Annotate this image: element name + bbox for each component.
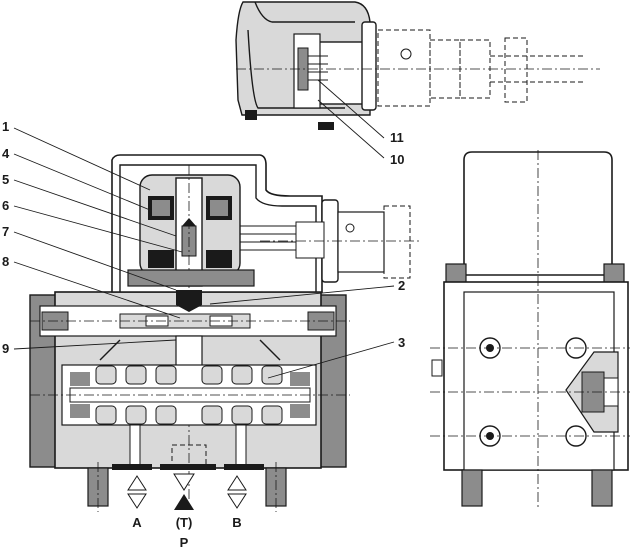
main-section-view [29, 154, 420, 512]
port-a-arrow-up [127, 475, 147, 491]
callout-3: 3 [398, 335, 405, 350]
callout-8: 8 [2, 254, 9, 269]
port-b-label: B [232, 515, 241, 530]
side-bolt-right [591, 469, 613, 507]
callout-9: 9 [2, 341, 9, 356]
callout-1: 1 [2, 119, 9, 134]
port-t-arrow-down [173, 473, 195, 491]
callout-5: 5 [2, 172, 9, 187]
side-bolt-left [461, 469, 483, 507]
port-p-label: P [180, 535, 189, 550]
callout-6: 6 [2, 198, 9, 213]
leader-lines [13, 79, 395, 379]
connector-detail-view [235, 1, 600, 130]
callout-7: 7 [2, 224, 9, 239]
callout-11: 11 [390, 130, 404, 145]
callout-labels: 1 2 3 4 5 6 7 8 9 10 11 [2, 119, 405, 356]
callout-2: 2 [398, 278, 405, 293]
callout-4: 4 [2, 146, 10, 161]
callout-10: 10 [390, 152, 404, 167]
port-b-arrow-up [227, 475, 247, 491]
port-b-arrow-down [227, 493, 247, 509]
port-a-label: A [132, 515, 142, 530]
port-a-arrow-down [127, 493, 147, 509]
port-t-label: (T) [176, 515, 193, 530]
port-arrows [127, 473, 247, 510]
port-p-arrow-up [174, 494, 194, 510]
port-labels: A (T) B P [132, 515, 241, 550]
side-view [430, 150, 630, 510]
